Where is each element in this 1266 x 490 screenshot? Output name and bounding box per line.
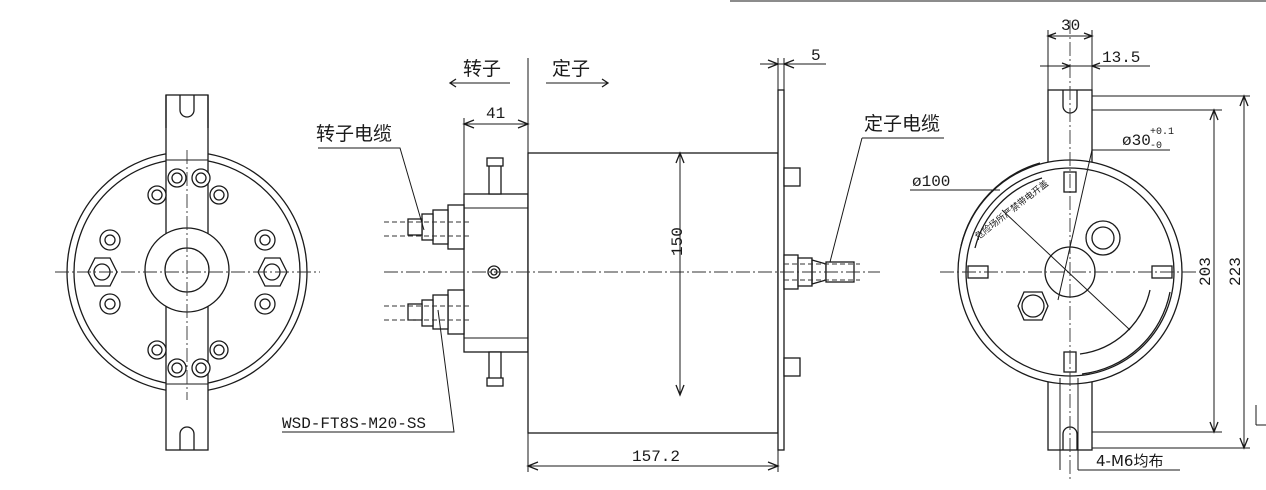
dim-150: 150 (669, 227, 687, 256)
rotor-cable-gland-lower (384, 289, 470, 335)
dim-bore-tol-lower: -0 (1150, 141, 1162, 152)
mount-holes-label: 4-M6均布 (1096, 452, 1163, 470)
dim-157-2: 157.2 (632, 448, 680, 466)
right-end-view (910, 20, 1250, 480)
dim-bore-diameter: ø30 (1122, 132, 1151, 150)
connector-model-label: WSD-FT8S-M20-SS (282, 415, 426, 433)
left-end-view (55, 94, 320, 451)
dim-bore-tol-upper: +0.1 (1150, 127, 1174, 138)
dim-41: 41 (486, 105, 505, 123)
dim-face-diameter: ø100 (912, 173, 950, 191)
stator-cable-label: 定子电缆 (864, 113, 940, 135)
side-view (282, 58, 944, 472)
stator-label: 定子 (552, 58, 590, 80)
dim-30: 30 (1061, 17, 1080, 35)
dim-223: 223 (1227, 257, 1245, 286)
dim-203: 203 (1197, 257, 1215, 286)
dim-5: 5 (811, 47, 821, 65)
rotor-label: 转子 (463, 58, 501, 80)
dim-13-5: 13.5 (1102, 49, 1140, 67)
rotor-cable-gland-upper (384, 204, 470, 250)
rotor-cable-label: 转子电缆 (316, 123, 392, 145)
